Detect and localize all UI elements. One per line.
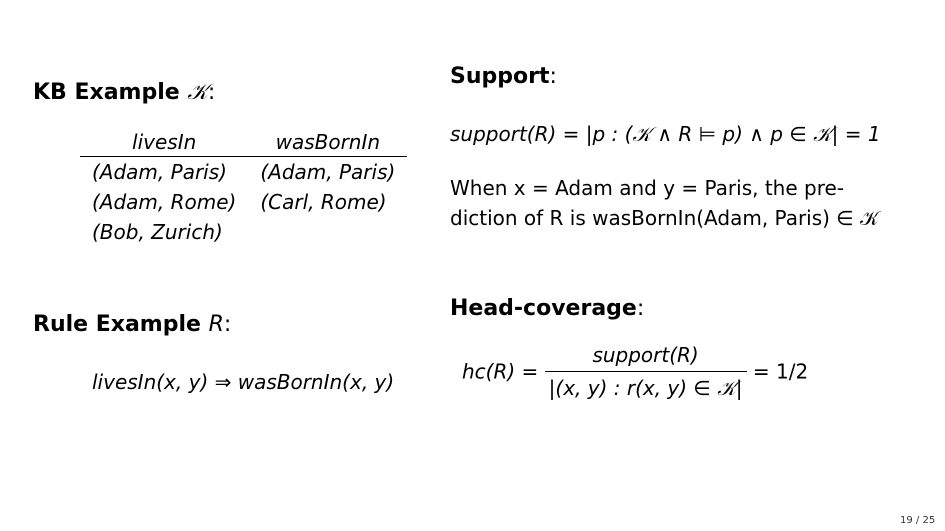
kb-colon: : xyxy=(207,80,216,105)
kb-table-header-row: livesIn wasBornIn xyxy=(80,130,408,157)
support-formula: support(R) = |p : (𝒦 ∧ R ⊨ p) ∧ p ∈ 𝒦| =… xyxy=(450,122,881,146)
headcov-colon: : xyxy=(636,296,645,321)
headcov-rhs: = 1/2 xyxy=(752,359,809,384)
kb-column-header: wasBornIn xyxy=(248,130,408,157)
kb-column-header: livesIn xyxy=(80,130,249,157)
page-number: 19 / 25 xyxy=(900,515,936,526)
headcov-fraction: support(R) |(x, y) : r(x, y) ∈ 𝒦| xyxy=(544,343,747,400)
rule-symbol: R xyxy=(208,312,224,337)
headcov-denominator: |(x, y) : r(x, y) ∈ 𝒦| xyxy=(548,376,743,400)
support-explanation: When x = Adam and y = Paris, the pre- di… xyxy=(450,173,879,233)
table-row: (Bob, Zurich) xyxy=(80,217,407,247)
table-cell: (Adam, Paris) xyxy=(92,160,227,184)
support-text-line: When x = Adam and y = Paris, the pre- xyxy=(450,176,845,200)
headcov-numerator: support(R) xyxy=(544,343,747,372)
table-cell: (Adam, Paris) xyxy=(260,160,396,184)
table-row: (Adam, Rome) (Carl, Rome) xyxy=(80,187,407,217)
headcov-heading: Head-coverage: xyxy=(450,296,644,321)
rule-formula: livesIn(x, y) ⇒ wasBornIn(x, y) xyxy=(92,370,395,394)
kb-table: livesIn wasBornIn (Adam, Paris) (Adam, P… xyxy=(80,130,408,247)
kb-heading: KB Example 𝒦: xyxy=(33,80,215,105)
kb-symbol: 𝒦 xyxy=(187,80,208,105)
table-cell: (Adam, Rome) xyxy=(92,190,237,214)
headcov-heading-text: Head-coverage xyxy=(450,296,637,321)
table-cell: (Carl, Rome) xyxy=(260,190,387,214)
kb-heading-text: KB Example xyxy=(33,80,180,105)
support-colon: : xyxy=(549,64,557,89)
support-heading: Support: xyxy=(450,64,557,89)
rule-heading-text: Rule Example xyxy=(33,312,201,337)
headcov-formula: hc(R) = support(R) |(x, y) : r(x, y) ∈ 𝒦… xyxy=(462,343,808,400)
table-cell xyxy=(248,217,407,247)
support-heading-text: Support xyxy=(450,64,550,89)
table-row: (Adam, Paris) (Adam, Paris) xyxy=(80,157,407,188)
table-cell: (Bob, Zurich) xyxy=(92,220,223,244)
rule-heading: Rule Example R: xyxy=(33,312,231,337)
kb-table-container: livesIn wasBornIn (Adam, Paris) (Adam, P… xyxy=(80,130,408,247)
support-text-line: diction of R is wasBornIn(Adam, Paris) ∈… xyxy=(450,206,879,230)
headcov-lhs: hc(R) = xyxy=(462,359,539,384)
rule-colon: : xyxy=(223,312,232,337)
